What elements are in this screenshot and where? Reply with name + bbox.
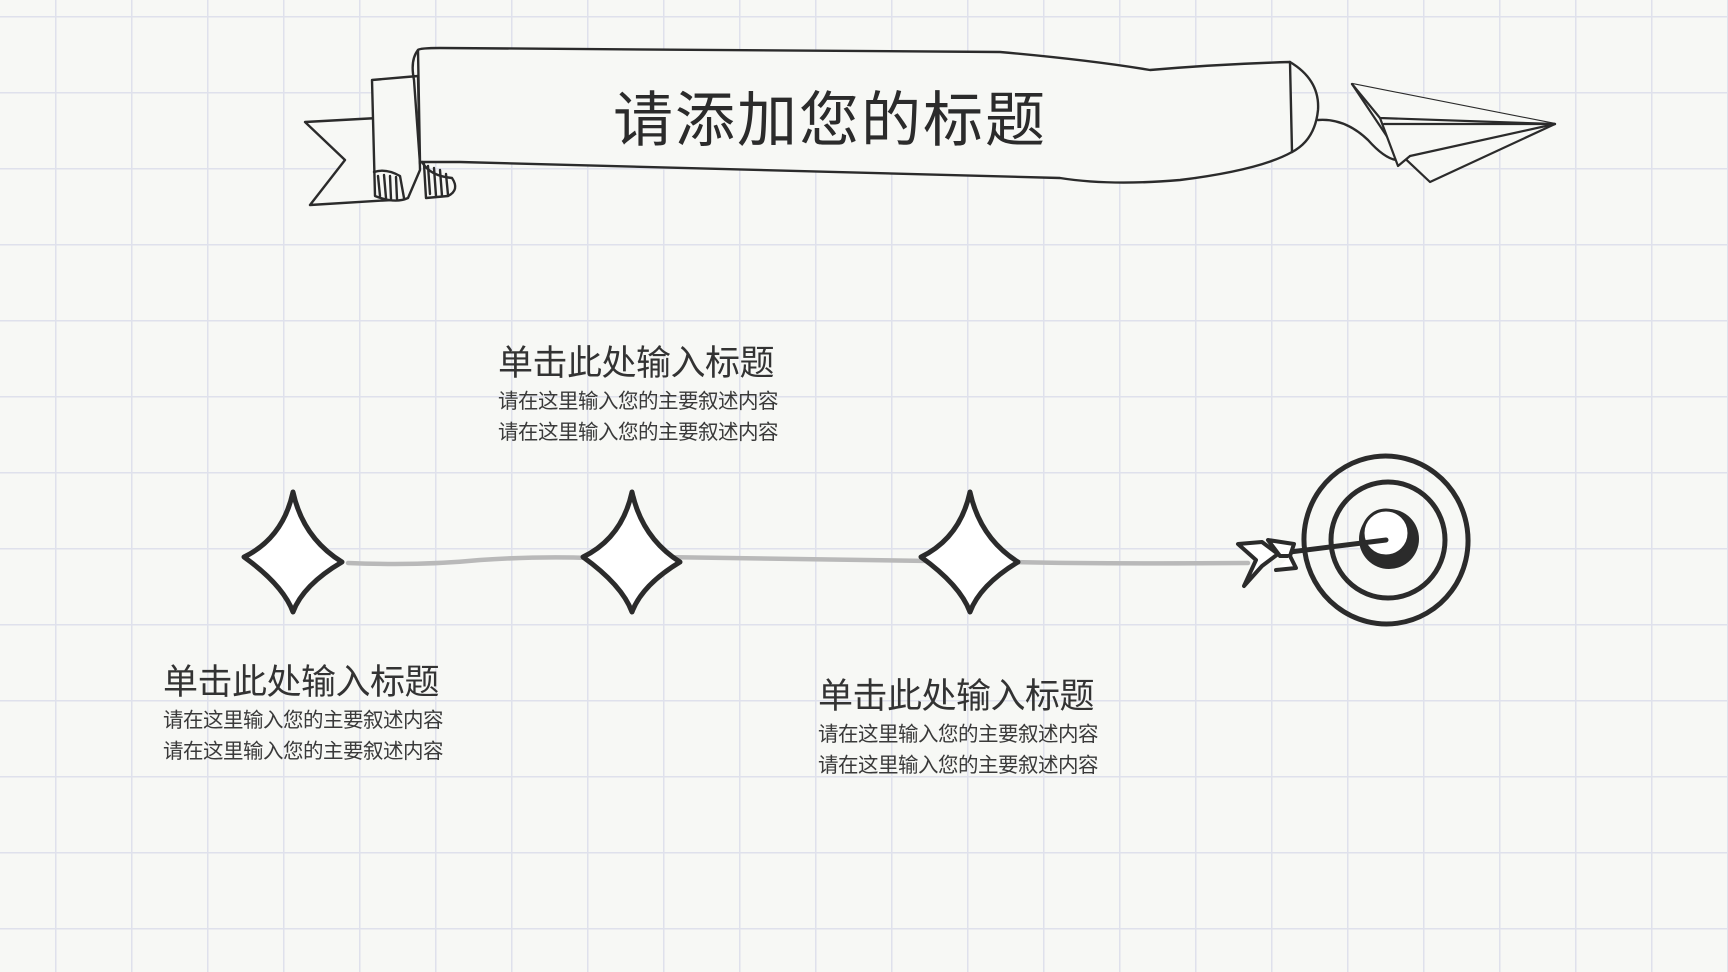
- slide-title[interactable]: 请添加您的标题: [613, 86, 1047, 156]
- timeline-item-description[interactable]: 请在这里输入您的主要叙述内容: [818, 722, 1099, 746]
- timeline-item-heading[interactable]: 单击此处输入标题: [498, 344, 775, 384]
- timeline-item-3[interactable]: 单击此处输入标题 请在这里输入您的主要叙述内容 请在这里输入您的主要叙述内容: [818, 675, 1099, 781]
- timeline-item-description[interactable]: 请在这里输入您的主要叙述内容: [498, 420, 779, 444]
- timeline-connector: [345, 554, 1251, 567]
- timeline-item-description[interactable]: 请在这里输入您的主要叙述内容: [163, 708, 444, 732]
- timeline-item-1[interactable]: 单击此处输入标题 请在这里输入您的主要叙述内容 请在这里输入您的主要叙述内容: [498, 342, 779, 448]
- four-point-star-icon: [580, 489, 683, 615]
- four-point-star-icon: [241, 489, 345, 615]
- paper-plane-icon: [1350, 82, 1557, 184]
- timeline-item-description[interactable]: 请在这里输入您的主要叙述内容: [498, 389, 779, 413]
- timeline-item-heading[interactable]: 单击此处输入标题: [163, 663, 440, 703]
- timeline-item-heading[interactable]: 单击此处输入标题: [818, 677, 1095, 717]
- timeline-item-description[interactable]: 请在这里输入您的主要叙述内容: [163, 739, 444, 763]
- timeline-item-2[interactable]: 单击此处输入标题 请在这里输入您的主要叙述内容 请在这里输入您的主要叙述内容: [163, 661, 444, 767]
- target-with-arrow-icon: [1236, 453, 1471, 627]
- four-point-star-icon: [918, 489, 1021, 615]
- timeline-item-description[interactable]: 请在这里输入您的主要叙述内容: [818, 753, 1099, 777]
- ribbon-banner-icon: [303, 46, 1398, 207]
